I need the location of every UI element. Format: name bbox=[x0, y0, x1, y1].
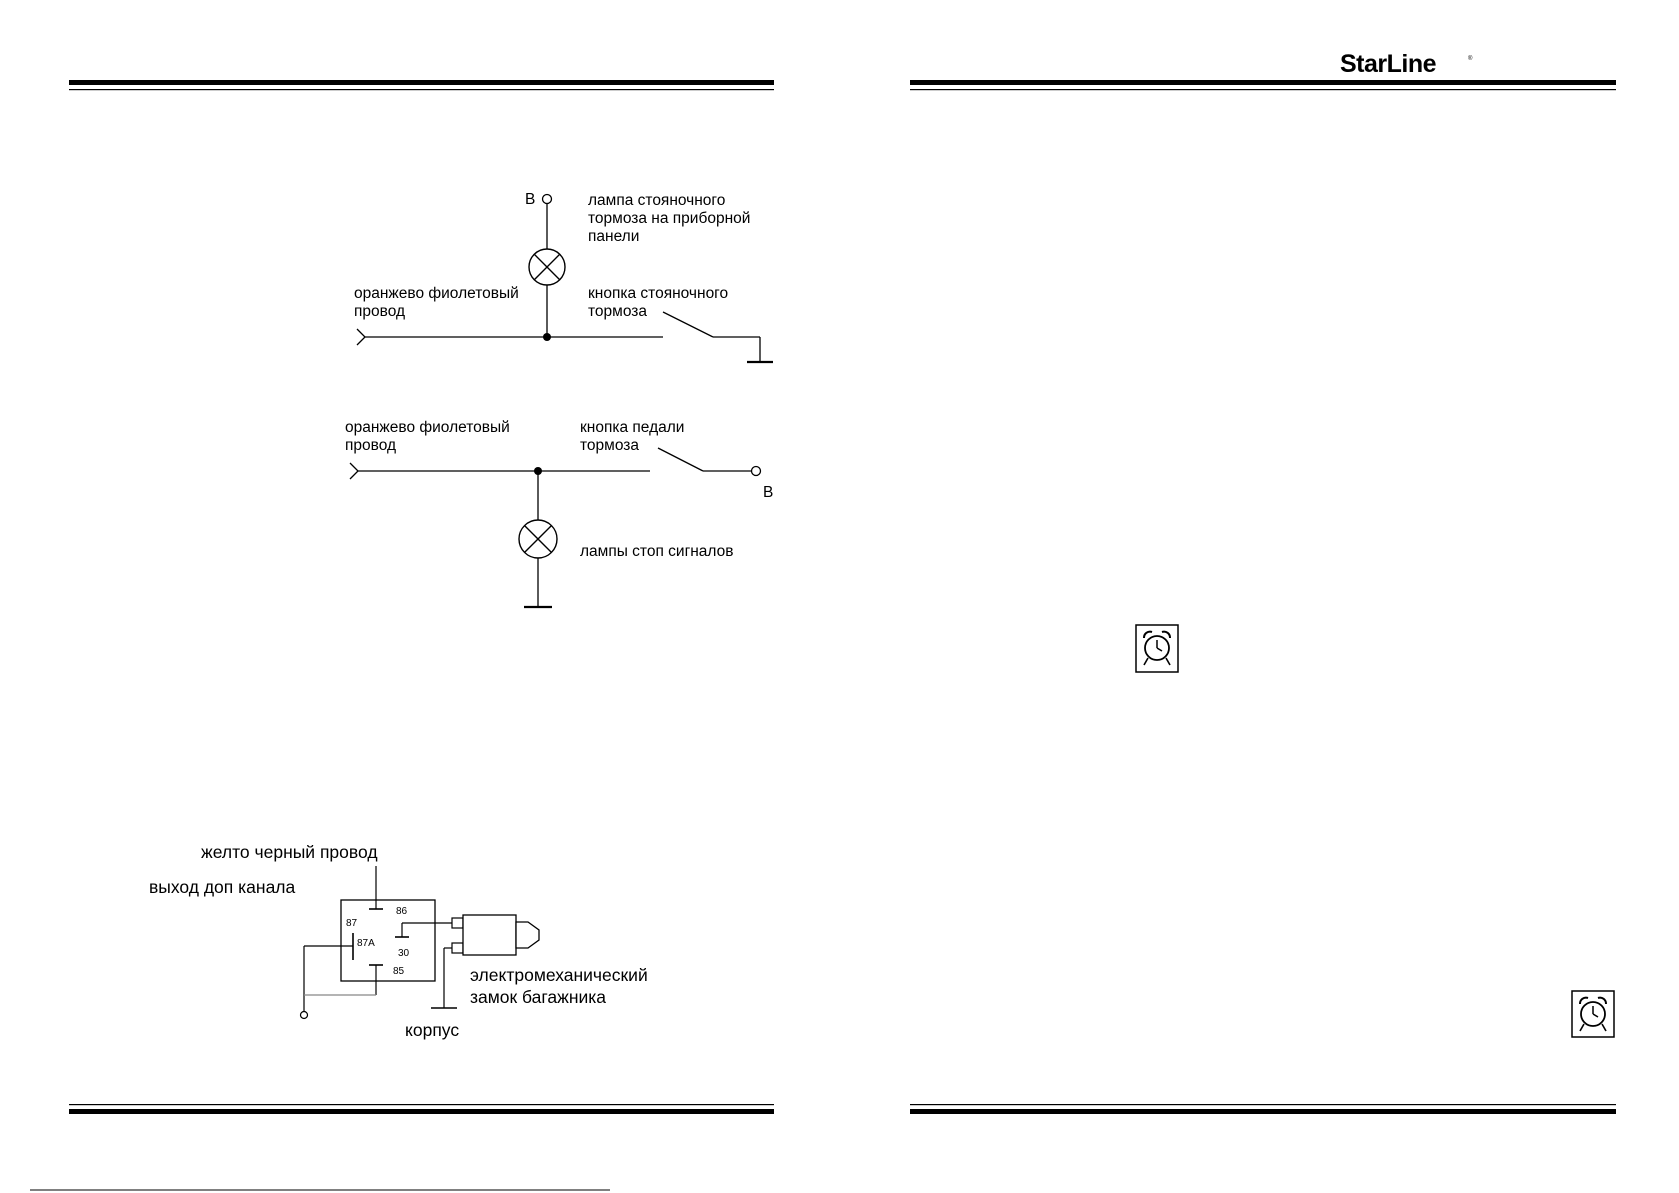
wire-connector-arrow bbox=[350, 463, 358, 479]
lamp-label-line-1: лампа стояночного bbox=[588, 192, 725, 209]
yellow-black-wire-label: желто черный провод bbox=[201, 842, 378, 862]
parking-brake-diagram: B лампа стояночного тормоза на приборной… bbox=[354, 191, 773, 362]
ground-label: корпус bbox=[405, 1020, 459, 1040]
supply-terminal bbox=[543, 195, 552, 204]
relay-pin-86: 86 bbox=[396, 906, 408, 917]
alarm-clock-icon bbox=[1136, 625, 1178, 672]
wire-connector-arrow bbox=[357, 329, 365, 345]
brand-logo-text: StarLine bbox=[1340, 50, 1437, 78]
wire-label-line-1: оранжево фиолетовый bbox=[345, 419, 510, 436]
button-label-line-1: кнопка педали bbox=[580, 419, 684, 436]
brake-pedal-switch bbox=[658, 448, 703, 471]
relay-pin-87: 87 bbox=[346, 918, 358, 929]
relay-body bbox=[341, 900, 435, 981]
registered-mark: ® bbox=[1468, 55, 1473, 62]
trunk-relay-diagram: желто черный провод выход доп канала 86 … bbox=[149, 842, 648, 1040]
parking-lamp-symbol bbox=[529, 249, 565, 285]
lamp-label-line-3: панели bbox=[588, 228, 639, 245]
wire-label-line-2: провод bbox=[354, 303, 405, 320]
relay-pin-30: 30 bbox=[398, 948, 410, 959]
aux-channel-output-label: выход доп канала bbox=[149, 877, 296, 897]
lamp-label-line-2: тормоза на приборной bbox=[588, 210, 750, 227]
right-page-footer-rule bbox=[910, 1104, 1616, 1114]
button-label-line-2: тормоза bbox=[588, 303, 647, 320]
left-page-footer-rule bbox=[69, 1104, 774, 1114]
right-page-header-rule bbox=[910, 80, 1616, 90]
lock-label-line-1: электромеханический bbox=[470, 965, 648, 985]
wire-label-line-1: оранжево фиолетовый bbox=[354, 285, 519, 302]
wire-label-line-2: провод bbox=[345, 437, 396, 454]
brand-logo: StarLine ® bbox=[1340, 50, 1473, 78]
alarm-clock-icon bbox=[1572, 991, 1614, 1037]
brake-pedal-diagram: B оранжево фиолетовый провод кнопка педа… bbox=[345, 419, 773, 607]
lock-label-line-2: замок багажника bbox=[470, 987, 606, 1007]
relay-pin-87a: 87A bbox=[357, 938, 375, 949]
left-page-header-rule bbox=[69, 80, 774, 90]
parking-brake-switch bbox=[663, 312, 713, 337]
relay-pin-85: 85 bbox=[393, 966, 405, 977]
trunk-lock-actuator bbox=[452, 915, 539, 955]
button-label-line-1: кнопка стояночного bbox=[588, 285, 728, 302]
stop-lamp-symbol bbox=[519, 520, 557, 558]
button-label-line-2: тормоза bbox=[580, 437, 639, 454]
stop-lamps-label: лампы стоп сигналов bbox=[580, 543, 733, 560]
pedal-supply-label: B bbox=[763, 484, 773, 501]
parking-supply-label: B bbox=[525, 191, 535, 208]
output-terminal bbox=[301, 1012, 308, 1019]
supply-terminal bbox=[752, 467, 761, 476]
